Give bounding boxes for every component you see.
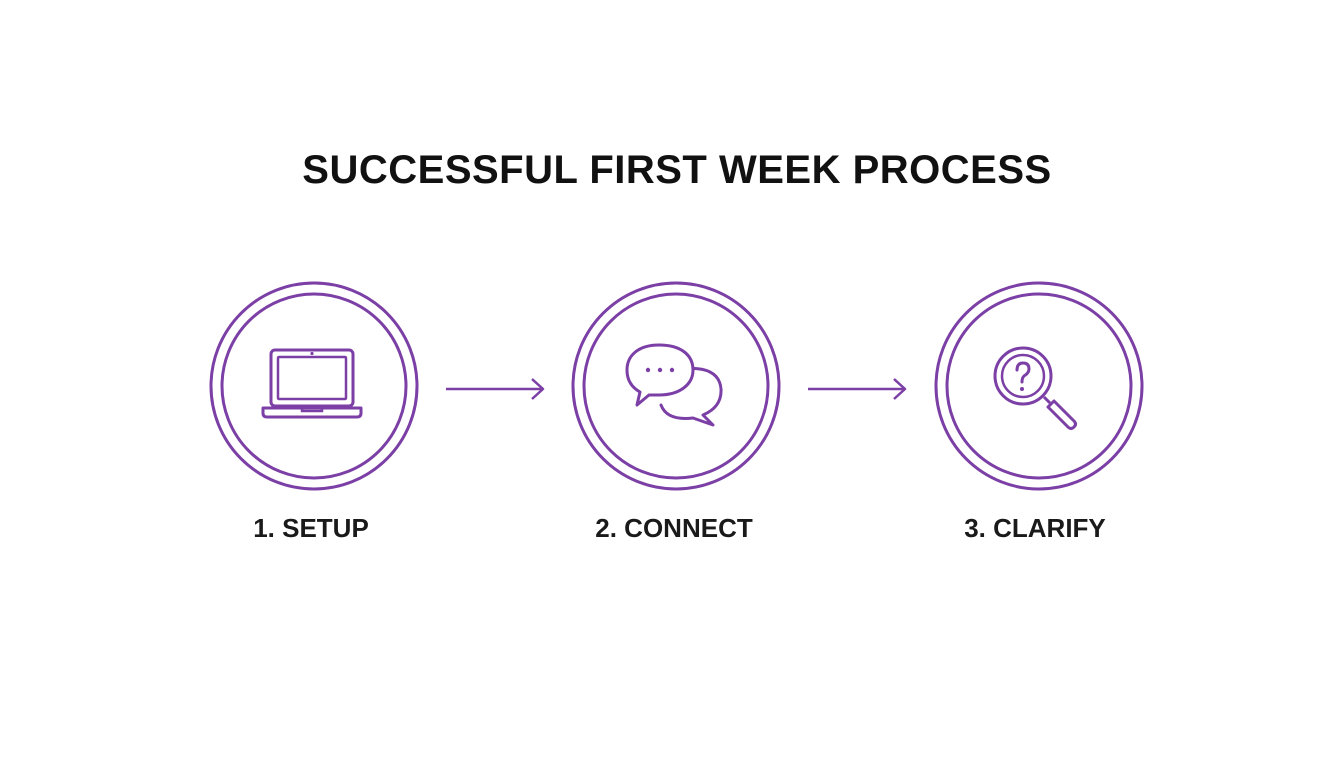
step-label-clarify: 3. CLARIFY: [964, 513, 1106, 543]
arrow-right-icon: [808, 378, 907, 400]
laptop-icon: [261, 348, 363, 419]
step-circle: [209, 281, 419, 491]
step-circle: [571, 281, 781, 491]
step-label-connect: 2. CONNECT: [595, 513, 753, 543]
magnifier-question-icon: [993, 346, 1077, 430]
step-circle: [934, 281, 1144, 491]
step-label-setup: 1. SETUP: [253, 513, 369, 543]
step-connect: [571, 281, 781, 491]
diagram-title: SUCCESSFUL FIRST WEEK PROCESS: [302, 148, 1052, 192]
arrow-right-icon: [446, 378, 545, 400]
step-clarify: [934, 281, 1144, 491]
chat-bubbles-icon: [625, 343, 723, 427]
step-setup: [209, 281, 419, 491]
